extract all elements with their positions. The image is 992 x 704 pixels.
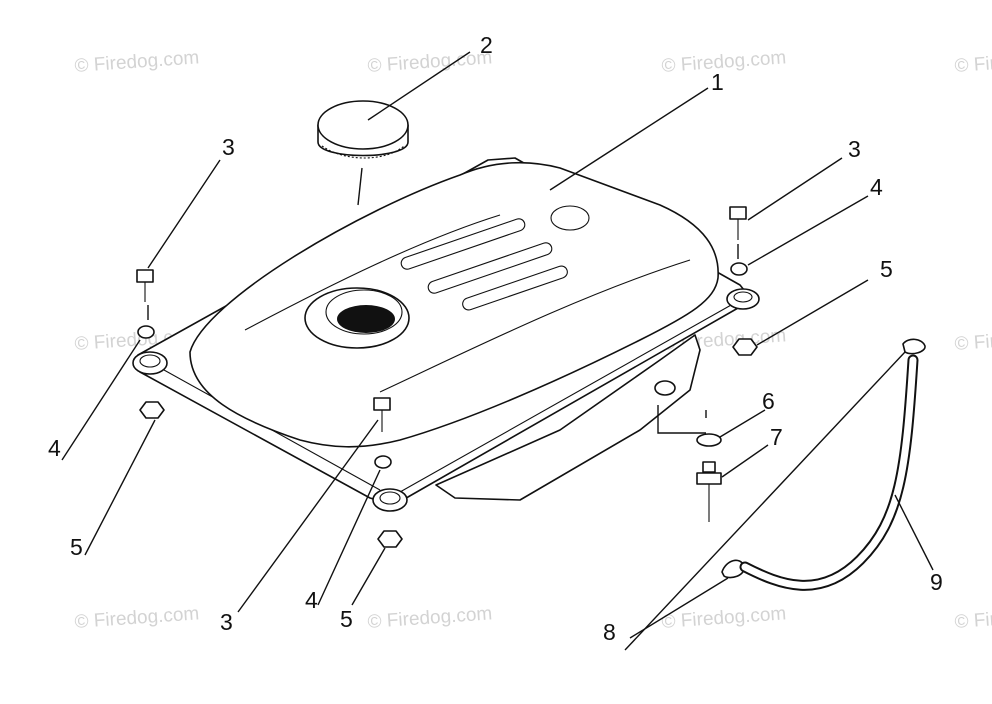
tank-crest-line (244, 214, 691, 393)
callout-4: 4 (305, 587, 318, 613)
callout-3: 3 (848, 136, 861, 162)
tank-bottom-pan (435, 334, 701, 501)
grommet-left (132, 351, 168, 375)
callout-labels: 1 2 3 3 3 4 4 4 5 5 5 6 7 8 9 (48, 32, 943, 645)
grommet-right (726, 288, 760, 310)
washer-left (137, 325, 155, 339)
watermark-text: © Firedog.com (661, 47, 787, 77)
watermark-text: © Firedog.com (74, 603, 200, 633)
callout-5: 5 (340, 606, 353, 632)
tank-rib (400, 218, 526, 270)
washer-right (730, 262, 748, 276)
tank-rib (427, 242, 553, 294)
nut-left (139, 401, 165, 419)
watermark-text: © Firedog.com (954, 325, 992, 355)
bolt-front (373, 397, 391, 432)
tank-rib (462, 265, 568, 311)
callout-3: 3 (222, 134, 235, 160)
grommet-front (372, 488, 408, 512)
callout-1: 1 (711, 69, 724, 95)
hose-clamp-top (902, 338, 926, 355)
watermark-text: © Firedog.com (367, 47, 493, 77)
watermark-text: © Firedog.com (954, 603, 992, 633)
callout-9: 9 (930, 569, 943, 595)
washer-front (374, 455, 392, 469)
fuel-hose-core (741, 356, 917, 589)
fuel-tank (132, 157, 760, 512)
fuel-cap (317, 100, 409, 206)
callout-6: 6 (762, 388, 775, 414)
filler-neck-ring (325, 289, 403, 335)
callout-2: 2 (480, 32, 493, 58)
nut-front (377, 530, 403, 548)
tank-dome (189, 161, 719, 448)
tank-gauge-boss (550, 205, 590, 231)
callout-8: 8 (603, 619, 616, 645)
nut-right (732, 338, 758, 356)
callout-3: 3 (220, 609, 233, 635)
watermark-text: © Firedog.com (74, 47, 200, 77)
bolt-right (729, 206, 747, 240)
callout-5: 5 (880, 256, 893, 282)
bolt-left (136, 269, 154, 302)
callout-7: 7 (770, 424, 783, 450)
fuel-fitting (696, 461, 722, 522)
callout-5: 5 (70, 534, 83, 560)
leader-lines (61, 51, 934, 651)
callout-4: 4 (870, 174, 883, 200)
watermark-text: © Firedog.com (367, 603, 493, 633)
callout-4: 4 (48, 435, 61, 461)
watermark-text: © Firedog.com (954, 47, 992, 77)
petcock-boss (654, 380, 676, 396)
filler-neck-opening (337, 305, 395, 333)
petcock-gasket (657, 405, 722, 447)
